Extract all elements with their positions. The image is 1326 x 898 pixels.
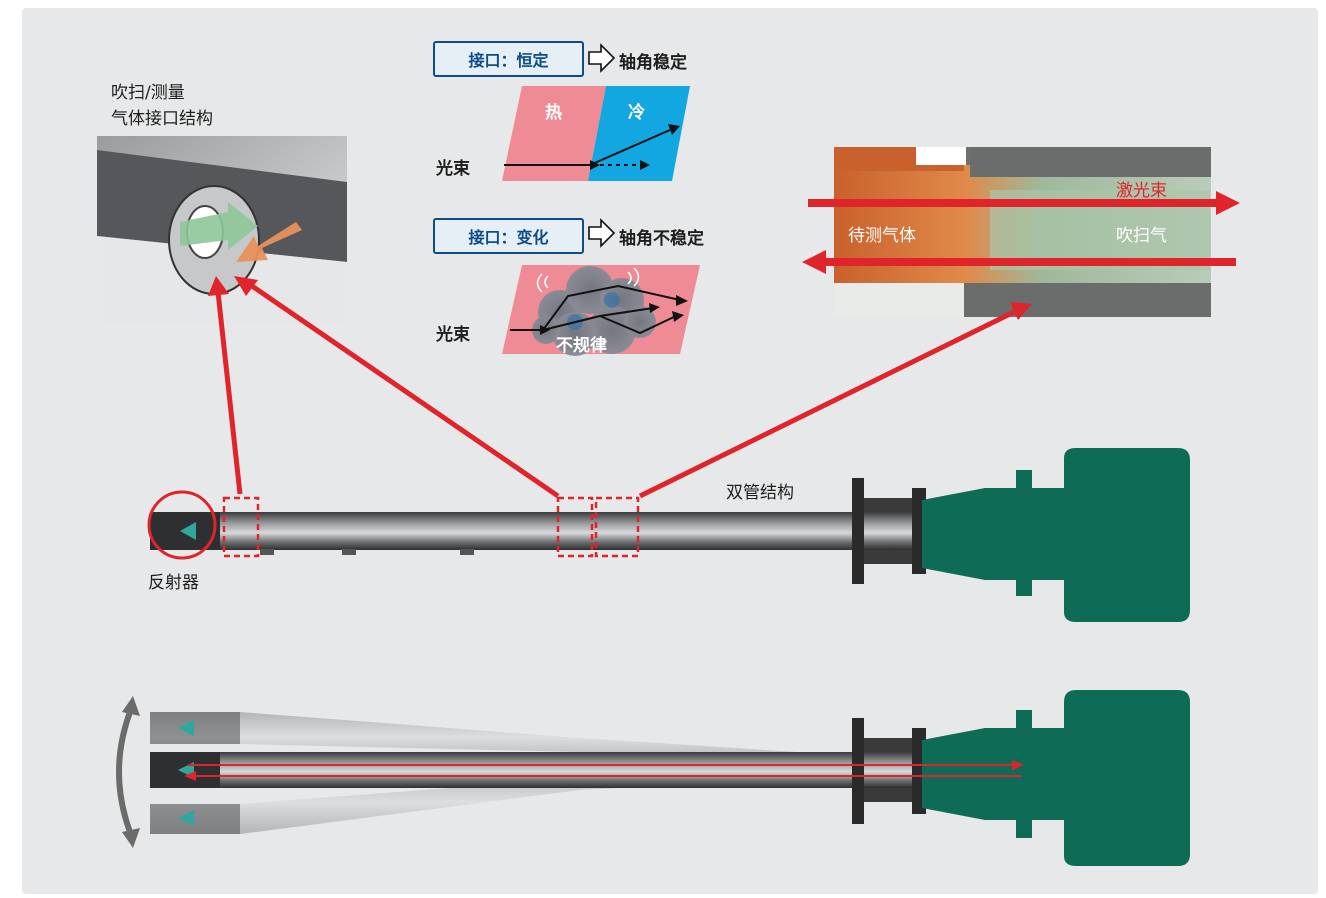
leader-arrows — [208, 276, 1032, 499]
interface-change-box: 接口：变化 — [433, 218, 584, 254]
axis-unstable-label: 轴角不稳定 — [619, 229, 704, 249]
beam-label-1: 光束 — [436, 159, 470, 179]
irregular-label: 不规律 — [556, 336, 607, 356]
upper-probe — [150, 448, 1190, 622]
axis-stable-label: 轴角稳定 — [619, 53, 687, 73]
purge-interface-label-line2: 气体接口结构 — [111, 109, 213, 129]
double-tube-label: 双管结构 — [726, 483, 794, 503]
stable-beam-diagram — [502, 86, 690, 181]
laser-beam-label: 激光束 — [1116, 181, 1167, 201]
reflector-label: 反射器 — [148, 573, 199, 593]
purge-gas-label: 吹扫气 — [1116, 226, 1167, 246]
hot-label: 热 — [545, 103, 562, 123]
double-arrow-icon — [802, 191, 1240, 274]
hollow-arrow-icon — [588, 43, 616, 248]
unstable-beam-diagram — [502, 265, 700, 356]
curved-arrow-icon — [116, 696, 140, 848]
purge-interface-label-line1: 吹扫/测量 — [111, 83, 185, 103]
section-markers — [222, 496, 640, 558]
lower-probe — [150, 690, 1190, 866]
reflector-highlight — [147, 490, 217, 560]
interface-stable-box: 接口：恒定 — [433, 41, 584, 77]
interface-photo — [97, 136, 347, 324]
cold-label: 冷 — [628, 103, 645, 123]
gas-measured-label: 待测气体 — [848, 226, 916, 246]
beam-label-2: 光束 — [436, 325, 470, 345]
